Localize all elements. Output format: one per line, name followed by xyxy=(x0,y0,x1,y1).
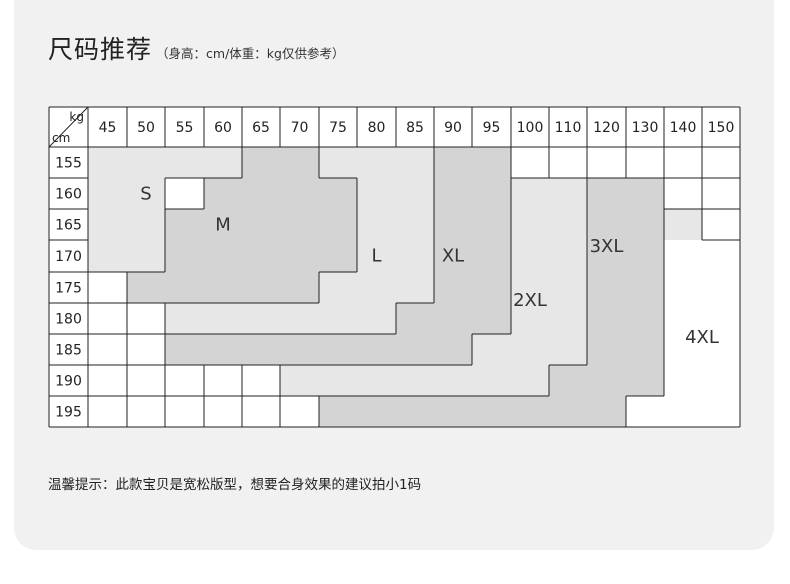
size-label: L xyxy=(371,246,381,267)
weight-header: 45 xyxy=(99,120,117,136)
size-region-cell xyxy=(280,365,549,396)
size-region-cell xyxy=(511,209,587,240)
weight-header: 75 xyxy=(329,120,347,136)
size-region-cell xyxy=(396,303,511,334)
size-region-3xl xyxy=(319,178,664,427)
size-region-cell xyxy=(165,334,472,365)
footer-note: 温馨提示：此款宝贝是宽松版型，想要合身效果的建议拍小1码 xyxy=(48,477,422,493)
height-header: 170 xyxy=(55,249,82,265)
size-label: 2XL xyxy=(513,290,547,311)
size-region-cell xyxy=(511,178,587,209)
size-label: M xyxy=(215,215,231,236)
height-header: 190 xyxy=(55,374,82,390)
weight-header: 90 xyxy=(444,120,462,136)
weight-header: 120 xyxy=(593,120,620,136)
size-region-cell xyxy=(587,334,664,365)
size-region-cell xyxy=(165,209,357,240)
weight-header: 110 xyxy=(555,120,582,136)
height-header: 165 xyxy=(55,218,82,234)
size-region-cell xyxy=(165,303,396,334)
corner-weight-unit: kg xyxy=(69,110,84,124)
size-label: XL xyxy=(442,246,464,267)
weight-header: 80 xyxy=(368,120,386,136)
page-title: 尺码推荐（身高：cm/体重：kg仅供参考） xyxy=(48,30,344,66)
size-region-2xl xyxy=(280,178,587,396)
height-header: 175 xyxy=(55,281,82,297)
size-region-cell xyxy=(472,334,587,365)
height-header: 180 xyxy=(55,312,82,328)
size-region-cell xyxy=(88,147,242,178)
size-region-cell xyxy=(204,178,357,209)
corner-height-unit: cm xyxy=(52,131,70,145)
height-header: 195 xyxy=(55,405,82,421)
size-region-m xyxy=(127,147,357,303)
size-region-cell xyxy=(88,209,165,240)
title-text: 尺码推荐 xyxy=(48,35,153,64)
size-region-cell xyxy=(319,272,434,303)
size-region-cell xyxy=(664,209,702,240)
size-region-cell xyxy=(434,272,511,303)
size-region-cell xyxy=(587,209,664,240)
size-region-cell xyxy=(319,396,626,427)
size-region-cell xyxy=(511,272,587,303)
weight-header: 140 xyxy=(670,120,697,136)
size-region-cell xyxy=(587,272,664,303)
table-grid xyxy=(48,106,741,428)
weight-header: 100 xyxy=(517,120,544,136)
weight-header: 150 xyxy=(708,120,735,136)
table-labels: kg cm 45 50 55 60 65 70 75 80 85 90 95 100 110 120 130 14… xyxy=(52,110,734,421)
weight-header: 65 xyxy=(252,120,270,136)
title-subtitle: （身高：cm/体重：kg仅供参考） xyxy=(156,46,345,61)
weight-header: 130 xyxy=(632,120,659,136)
weight-header: 50 xyxy=(137,120,155,136)
weight-header: 85 xyxy=(406,120,424,136)
size-region-cell xyxy=(242,147,319,178)
size-region-cell xyxy=(319,147,434,178)
size-region-cell xyxy=(511,303,587,334)
size-region-4xl xyxy=(664,209,702,240)
size-region-cell xyxy=(434,209,511,240)
weight-header: 95 xyxy=(483,120,501,136)
weight-header: 70 xyxy=(291,120,309,136)
size-label: 3XL xyxy=(590,236,624,257)
size-region-xl xyxy=(165,147,511,365)
size-region-cell xyxy=(434,240,511,272)
size-region-l xyxy=(165,147,434,334)
size-region-cell xyxy=(357,178,434,209)
size-region-cell xyxy=(357,209,434,240)
size-region-cell xyxy=(357,240,434,272)
size-region-cell xyxy=(587,303,664,334)
height-header: 185 xyxy=(55,343,82,359)
size-region-cell xyxy=(434,147,511,178)
size-region-cell xyxy=(587,178,664,209)
size-regions xyxy=(88,147,702,427)
size-region-cell xyxy=(88,178,165,209)
weight-header: 60 xyxy=(214,120,232,136)
size-label: 4XL xyxy=(685,327,719,348)
weight-header: 55 xyxy=(176,120,194,136)
size-region-cell xyxy=(511,240,587,272)
size-label: S xyxy=(140,184,151,205)
size-region-cell xyxy=(587,240,664,272)
size-region-cell xyxy=(88,240,165,272)
size-region-cell xyxy=(549,365,664,396)
corner-diagonal xyxy=(48,106,89,148)
size-region-cell xyxy=(165,240,357,272)
height-header: 160 xyxy=(55,187,82,203)
size-region-cell xyxy=(127,272,319,303)
size-region-cell xyxy=(434,178,511,209)
height-header: 155 xyxy=(55,156,82,172)
size-region-s xyxy=(88,147,242,272)
